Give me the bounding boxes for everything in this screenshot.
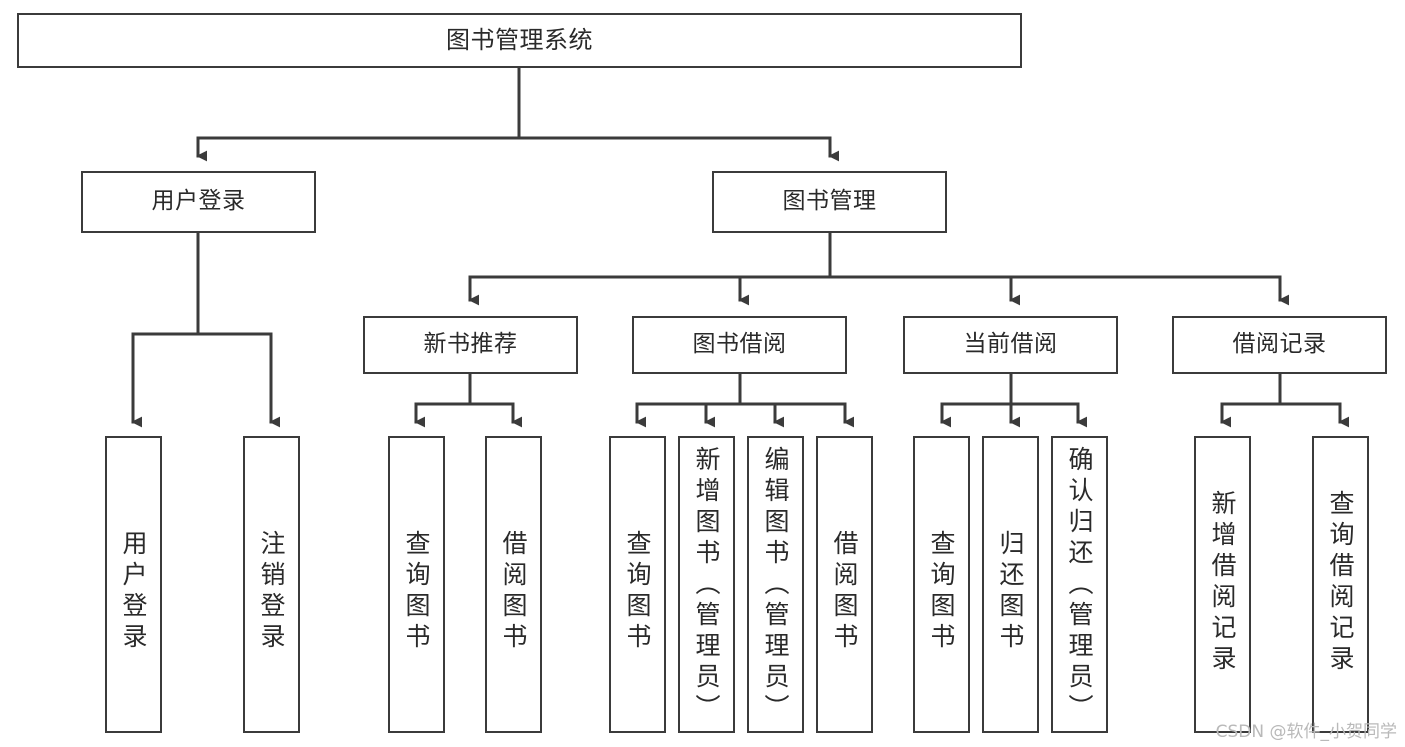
node-label: 新书推荐 <box>423 331 518 358</box>
node-current-borrow[interactable]: 当前借阅 <box>903 316 1118 374</box>
node-borrow-record[interactable]: 借阅记录 <box>1172 316 1387 374</box>
node-label: 当前借阅 <box>963 331 1058 358</box>
node-label: 图书管理 <box>782 188 877 215</box>
node-label: 编辑图书（管理员） <box>761 446 790 725</box>
node-label: 注销登录 <box>257 530 286 654</box>
csdn-watermark: CSDN @软件_小贺同学 <box>1215 722 1397 742</box>
leaf-user-login[interactable]: 用户登录 <box>105 436 162 733</box>
node-label: 归还图书 <box>996 530 1025 654</box>
node-label: 借阅记录 <box>1232 331 1327 358</box>
node-book-manage[interactable]: 图书管理 <box>712 171 947 233</box>
node-book-borrow[interactable]: 图书借阅 <box>632 316 847 374</box>
node-label: 查询借阅记录 <box>1326 490 1355 676</box>
leaf-query-book-3[interactable]: 查询图书 <box>913 436 970 733</box>
node-label: 确认归还（管理员） <box>1065 446 1094 725</box>
leaf-logout-login[interactable]: 注销登录 <box>243 436 300 733</box>
node-label: 新增图书（管理员） <box>692 446 721 725</box>
leaf-query-book-2[interactable]: 查询图书 <box>609 436 666 733</box>
node-label: 用户登录 <box>119 530 148 654</box>
node-label: 图书借阅 <box>692 331 787 358</box>
leaf-query-borrow-record[interactable]: 查询借阅记录 <box>1312 436 1369 733</box>
leaf-query-book-1[interactable]: 查询图书 <box>388 436 445 733</box>
leaf-borrow-book-1[interactable]: 借阅图书 <box>485 436 542 733</box>
node-label: 新增借阅记录 <box>1208 490 1237 676</box>
node-label: 借阅图书 <box>499 530 528 654</box>
node-label: 用户登录 <box>151 188 246 215</box>
node-label: 查询图书 <box>402 530 431 654</box>
leaf-add-book-admin[interactable]: 新增图书（管理员） <box>678 436 735 733</box>
node-label: 查询图书 <box>623 530 652 654</box>
leaf-add-borrow-record[interactable]: 新增借阅记录 <box>1194 436 1251 733</box>
node-root-book-management-system[interactable]: 图书管理系统 <box>17 13 1022 68</box>
node-user-login[interactable]: 用户登录 <box>81 171 316 233</box>
leaf-confirm-return-admin[interactable]: 确认归还（管理员） <box>1051 436 1108 733</box>
node-label: 查询图书 <box>927 530 956 654</box>
leaf-return-book[interactable]: 归还图书 <box>982 436 1039 733</box>
node-label: 借阅图书 <box>830 530 859 654</box>
leaf-borrow-book-2[interactable]: 借阅图书 <box>816 436 873 733</box>
node-new-book-recommend[interactable]: 新书推荐 <box>363 316 578 374</box>
node-label: 图书管理系统 <box>446 26 593 55</box>
leaf-edit-book-admin[interactable]: 编辑图书（管理员） <box>747 436 804 733</box>
